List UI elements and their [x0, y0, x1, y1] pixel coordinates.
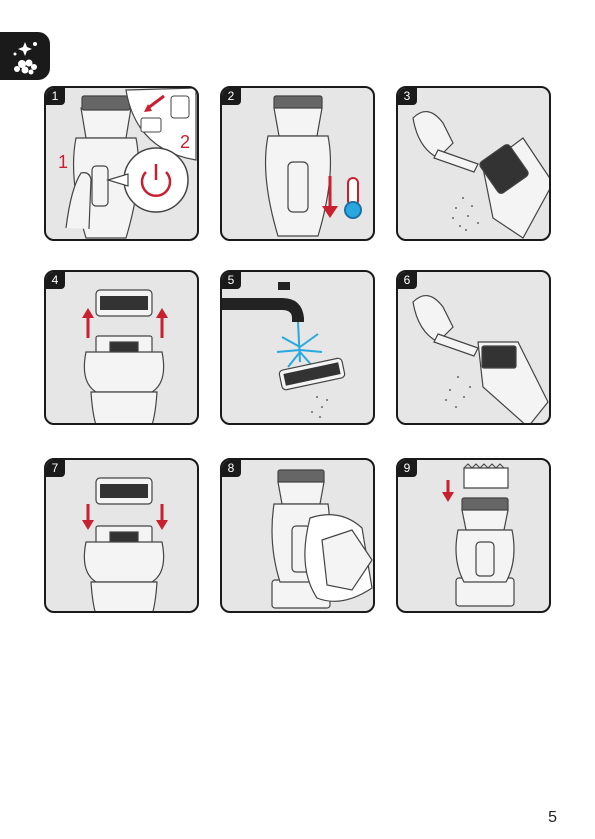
step-panel-9: 9 [396, 458, 551, 613]
step-panel-6: 6 [396, 270, 551, 425]
step-panel-5: 5 [220, 270, 375, 425]
step-1-label-one: 1 [58, 152, 68, 172]
step-panel-1: 1 2 1 [44, 86, 199, 241]
step-1-label-two: 2 [180, 132, 190, 152]
step-number: 5 [221, 271, 241, 289]
cool-down-illustration [222, 88, 375, 241]
step-number: 6 [397, 271, 417, 289]
step-panel-8: 8 [220, 458, 375, 613]
step-number: 3 [397, 87, 417, 105]
step-number: 1 [45, 87, 65, 105]
step-number: 8 [221, 459, 241, 477]
step-number: 4 [45, 271, 65, 289]
step-panel-7: 7 [44, 458, 199, 613]
step-panel-4: 4 [44, 270, 199, 425]
step-number: 7 [45, 459, 65, 477]
step-panel-2: 2 [220, 86, 375, 241]
plug-in-illustration: 1 2 [46, 88, 199, 241]
cleaning-sparkle-icon [0, 32, 50, 80]
step-number: 9 [397, 459, 417, 477]
brush-clean-illustration [398, 88, 551, 241]
remove-head-illustration [46, 272, 199, 425]
page-number: 5 [548, 809, 557, 827]
step-panel-3: 3 [396, 86, 551, 241]
cap-on-illustration [398, 460, 551, 613]
brush-clean-body-illustration [398, 272, 551, 425]
attach-head-illustration [46, 460, 199, 613]
section-tab [0, 32, 50, 80]
rinse-head-illustration [222, 272, 375, 425]
step-number: 2 [221, 87, 241, 105]
wipe-body-illustration [222, 460, 375, 613]
